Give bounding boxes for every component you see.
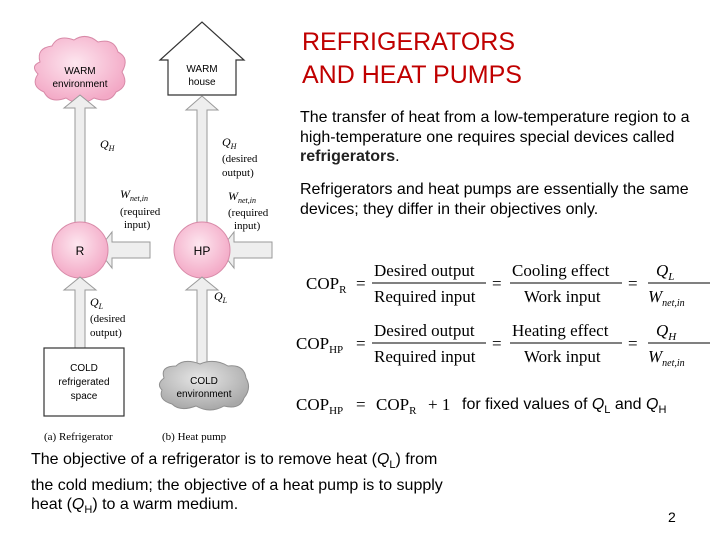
cold-env-label-1: COLD bbox=[190, 376, 218, 387]
eq1-work-input: Work input bbox=[524, 287, 601, 306]
rel-cop-r: COPR bbox=[376, 395, 417, 417]
refrigerator-heatpump-diagram: WARM environment R COLD refrigerated spa… bbox=[34, 21, 273, 443]
cold-space-label-3: space bbox=[71, 391, 98, 402]
eq2-heating-effect: Heating effect bbox=[512, 321, 609, 340]
title-line-2: AND HEAT PUMPS bbox=[302, 61, 522, 89]
ql-left-desired-1: (desired bbox=[90, 313, 126, 325]
caption-refrigerator: (a) Refrigerator bbox=[44, 431, 113, 443]
rel-cop-hp: COPHP bbox=[296, 395, 343, 417]
eq-equals-1: = bbox=[356, 274, 366, 293]
eq-equals-4: = bbox=[356, 334, 366, 353]
eq2-wnetin: Wnet,in bbox=[648, 347, 685, 369]
wnet-left-req-1: (required bbox=[120, 206, 161, 218]
eq1-ql: QL bbox=[656, 261, 674, 283]
ql-label-right: QL bbox=[214, 289, 228, 305]
eq1-required-input: Required input bbox=[374, 287, 476, 306]
p1-end: . bbox=[395, 148, 400, 165]
cold-space-box bbox=[43, 347, 125, 417]
objectives-paragraph: Refrigerators and heat pumps are essenti… bbox=[300, 181, 689, 218]
cop-equations: COPR = Desired output Required input = C… bbox=[296, 261, 710, 369]
eq-equals-2: = bbox=[492, 274, 502, 293]
eq2-work-input: Work input bbox=[524, 347, 601, 366]
cold-environment-cloud: COLD environment bbox=[158, 360, 250, 411]
title-line-1: REFRIGERATORS bbox=[302, 28, 515, 56]
warm-env-label-2: environment bbox=[52, 79, 107, 90]
eq2-qh: QH bbox=[656, 321, 677, 343]
wnet-right-req-2: input) bbox=[234, 220, 261, 232]
wnet-left-req-2: input) bbox=[124, 219, 151, 231]
ql-arrow-left bbox=[62, 276, 98, 349]
eq-equals-5: = bbox=[492, 334, 502, 353]
ql-label-left: QL bbox=[90, 295, 104, 311]
p1-text: The transfer of heat from a low-temperat… bbox=[300, 109, 690, 146]
fixed-values-note: for fixed values of QL and QH bbox=[462, 396, 667, 417]
warm-house-label-2: house bbox=[188, 77, 216, 88]
warm-house-label-1: WARM bbox=[186, 64, 217, 75]
objective-summary: The objective of a refrigerator is to re… bbox=[31, 451, 443, 517]
eq2-desired-output: Desired output bbox=[374, 321, 475, 340]
qh-arrow-right bbox=[184, 95, 220, 226]
wnet-label-left: Wnet,in bbox=[120, 187, 148, 203]
r-label: R bbox=[76, 244, 85, 258]
ql-left-desired-2: output) bbox=[90, 327, 122, 339]
eq-equals-6: = bbox=[628, 334, 638, 353]
slide-title: REFRIGERATORS AND HEAT PUMPS bbox=[302, 26, 702, 92]
qh-label-left: QH bbox=[100, 137, 116, 153]
eq1-desired-output: Desired output bbox=[374, 261, 475, 280]
warm-env-label-1: WARM bbox=[64, 66, 95, 77]
hp-label: HP bbox=[194, 244, 211, 258]
wnet-label-right: Wnet,in bbox=[228, 189, 256, 205]
cold-space-label-1: COLD bbox=[70, 363, 98, 374]
cop-relation: COPHP = COPR + 1 bbox=[296, 395, 450, 417]
qh-right-desired-2: output) bbox=[222, 167, 254, 179]
eq2-required-input: Required input bbox=[374, 347, 476, 366]
eq-equals-3: = bbox=[628, 274, 638, 293]
caption-heat-pump: (b) Heat pump bbox=[162, 431, 227, 443]
warm-house-shape bbox=[158, 21, 246, 96]
qh-label-right: QH bbox=[222, 135, 238, 151]
qh-arrow-left bbox=[62, 94, 98, 226]
eq1-cooling-effect: Cooling effect bbox=[512, 261, 610, 280]
rel-plus-one: + 1 bbox=[428, 395, 450, 414]
page-number: 2 bbox=[668, 509, 676, 525]
rel-equals: = bbox=[356, 395, 366, 414]
cop-r-symbol: COPR bbox=[306, 274, 347, 296]
cold-space-label-2: refrigerated bbox=[58, 377, 109, 388]
wnet-right-req-1: (required bbox=[228, 207, 269, 219]
intro-paragraph: The transfer of heat from a low-temperat… bbox=[300, 108, 700, 167]
ql-arrow-right bbox=[184, 276, 220, 373]
warm-environment-cloud: WARM environment bbox=[34, 36, 126, 104]
cold-env-label-2: environment bbox=[176, 389, 231, 400]
qh-right-desired-1: (desired bbox=[222, 153, 258, 165]
cop-hp-symbol: COPHP bbox=[296, 334, 343, 356]
eq1-wnetin: Wnet,in bbox=[648, 287, 685, 309]
p1-bold-term: refrigerators bbox=[300, 148, 396, 165]
